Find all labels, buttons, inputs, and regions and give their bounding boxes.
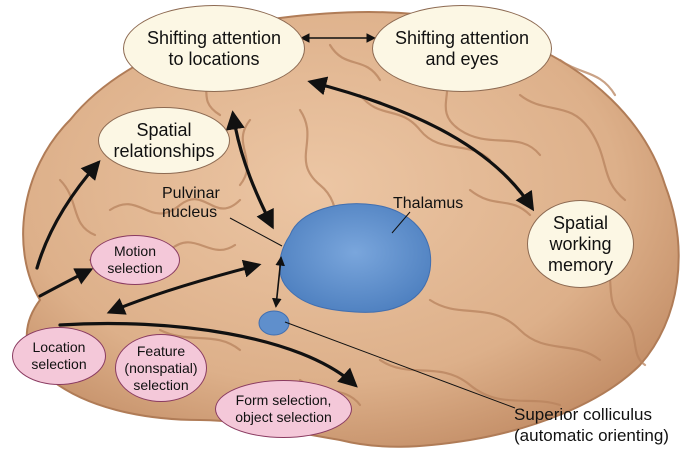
node-form-object-selection: Form selection, object selection <box>215 380 352 438</box>
node-feature-selection: Feature (nonspatial) selection <box>115 334 207 402</box>
node-shifting-attention-locations: Shifting attention to locations <box>123 5 305 92</box>
label-thalamus: Thalamus <box>393 194 463 213</box>
node-spatial-relationships: Spatial relationships <box>98 107 230 174</box>
label-superior-colliculus: Superior colliculus (automatic orienting… <box>514 404 669 446</box>
node-location-selection: Location selection <box>12 327 106 385</box>
node-spatial-working-memory: Spatial working memory <box>527 200 634 288</box>
label-pulvinar-nucleus: Pulvinar nucleus <box>162 184 220 222</box>
superior-colliculus-region <box>259 311 289 335</box>
node-motion-selection: Motion selection <box>90 235 180 285</box>
thalamus-region <box>280 204 431 313</box>
node-shifting-attention-eyes: Shifting attention and eyes <box>372 5 552 92</box>
